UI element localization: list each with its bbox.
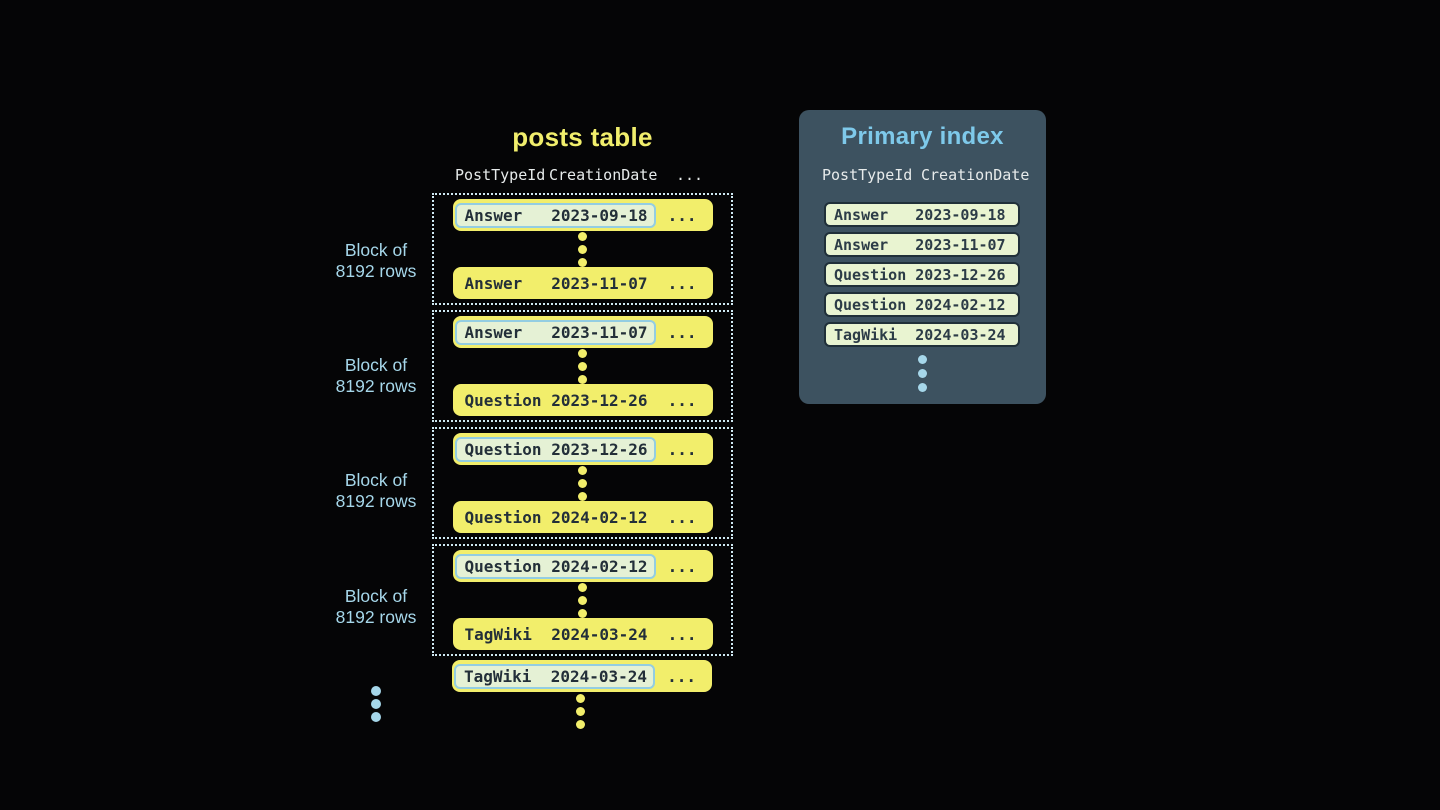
vertical-ellipsis-icon: [578, 465, 587, 501]
creation-date-value: 2023-12-26: [551, 390, 648, 410]
primary-key-cell: Question 2023-12-26: [454, 436, 656, 462]
vertical-ellipsis-icon: [578, 231, 587, 267]
creation-date-value: 2024-03-24: [915, 325, 1006, 344]
primary-key-cell: Question 2023-12-26: [455, 388, 656, 413]
index-column-header-posttypeid: PostTypeId: [822, 166, 913, 184]
row-ellipsis: ...: [667, 322, 697, 342]
index-entry: Question 2023-12-26: [824, 262, 1020, 287]
index-entry: Question 2024-02-12: [824, 292, 1020, 317]
table-row: Answer 2023-11-07 ...: [452, 267, 713, 299]
post-type-value: Question: [464, 439, 542, 459]
posts-column-header-creationdate: CreationDate: [549, 166, 658, 184]
table-row: TagWiki 2024-03-24 ...: [452, 618, 713, 650]
post-type-value: Question: [834, 265, 907, 284]
table-row: Question 2024-02-12 ...: [452, 550, 713, 582]
primary-key-cell: TagWiki 2024-03-24: [454, 663, 656, 689]
post-type-value: Answer: [834, 205, 889, 224]
posts-table-title: posts table: [512, 122, 653, 152]
row-ellipsis: ...: [667, 556, 697, 576]
post-type-value: TagWiki: [464, 624, 532, 644]
row-block-3: Question 2023-12-26 ... Question 2024-02-1…: [432, 427, 733, 539]
block-label-line2: 8192 rows: [335, 607, 417, 627]
creation-date-value: 2023-09-18: [551, 205, 648, 225]
block-label-4: Block of 8192 rows: [296, 586, 456, 628]
post-type-value: Question: [464, 390, 542, 410]
block-label-line1: Block of: [344, 240, 408, 260]
post-type-value: Answer: [464, 273, 523, 293]
block-label-line2: 8192 rows: [335, 491, 417, 511]
posts-column-header-ellipsis: ...: [676, 166, 704, 184]
vertical-ellipsis-icon: [578, 348, 587, 384]
vertical-ellipsis-icon: [578, 582, 587, 618]
row-block-1: Answer 2023-09-18 ... Answer 2023-11-07 ..…: [432, 193, 733, 305]
table-row: Question 2024-02-12 ...: [452, 501, 713, 533]
post-type-value: TagWiki: [464, 666, 532, 686]
index-entry: Answer 2023-09-18: [824, 202, 1020, 227]
creation-date-value: 2024-03-24: [550, 666, 648, 686]
creation-date-value: 2023-09-18: [915, 205, 1006, 224]
index-entry: Answer 2023-11-07: [824, 232, 1020, 257]
creation-date-value: 2024-02-12: [915, 295, 1006, 314]
row-ellipsis: ...: [667, 507, 697, 527]
primary-key-cell: Answer 2023-09-18: [454, 202, 656, 228]
index-entry: TagWiki 2024-03-24: [824, 322, 1020, 347]
primary-key-cell: Question 2024-02-12: [455, 505, 656, 530]
row-ellipsis: ...: [667, 439, 697, 459]
creation-date-value: 2024-02-12: [551, 556, 648, 576]
table-row: Question 2023-12-26 ...: [452, 433, 713, 465]
vertical-ellipsis-icon: [576, 694, 585, 729]
row-block-2: Answer 2023-11-07 ... Question 2023-12-26 …: [432, 310, 733, 422]
primary-key-cell: Question 2024-02-12: [454, 553, 656, 579]
table-row: Question 2023-12-26 ...: [452, 384, 713, 416]
row-ellipsis: ...: [667, 666, 696, 686]
primary-index-panel: Primary index PostTypeId CreationDate An…: [799, 110, 1046, 404]
post-type-value: Answer: [834, 235, 889, 254]
primary-index-title: Primary index: [841, 123, 1004, 150]
block-label-3: Block of 8192 rows: [296, 470, 456, 512]
creation-date-value: 2023-12-26: [915, 265, 1006, 284]
table-row: Answer 2023-09-18 ...: [452, 199, 713, 231]
index-column-header-creationdate: CreationDate: [921, 166, 1030, 184]
post-type-value: Question: [834, 295, 907, 314]
block-label-line1: Block of: [344, 586, 408, 606]
overflow-table-row: TagWiki 2024-03-24 ...: [452, 660, 712, 692]
block-label-2: Block of 8192 rows: [296, 355, 456, 397]
more-entries-ellipsis-icon: [918, 355, 928, 392]
block-label-line2: 8192 rows: [335, 261, 417, 281]
row-ellipsis: ...: [667, 273, 697, 293]
creation-date-value: 2023-11-07: [551, 273, 648, 293]
creation-date-value: 2023-11-07: [915, 235, 1006, 254]
post-type-value: Question: [464, 556, 542, 576]
primary-key-cell: Answer 2023-11-07: [455, 271, 656, 296]
index-entries: Answer 2023-09-18 Answer 2023-11-07 Questi…: [824, 202, 1020, 347]
posts-column-header-posttypeid: PostTypeId: [455, 166, 546, 184]
row-ellipsis: ...: [667, 624, 697, 644]
creation-date-value: 2024-03-24: [551, 624, 648, 644]
post-type-value: Answer: [464, 322, 523, 342]
post-type-value: Question: [464, 507, 542, 527]
row-block-4: Question 2024-02-12 ... TagWiki 2024-03-24…: [432, 544, 733, 656]
creation-date-value: 2023-12-26: [551, 439, 648, 459]
table-row: Answer 2023-11-07 ...: [452, 316, 713, 348]
block-label-1: Block of 8192 rows: [296, 240, 456, 282]
creation-date-value: 2024-02-12: [551, 507, 648, 527]
row-ellipsis: ...: [667, 205, 697, 225]
block-label-line1: Block of: [344, 470, 408, 490]
post-type-value: Answer: [464, 205, 523, 225]
row-ellipsis: ...: [667, 390, 697, 410]
post-type-value: TagWiki: [834, 325, 898, 344]
block-label-line1: Block of: [344, 355, 408, 375]
primary-key-cell: TagWiki 2024-03-24: [455, 622, 656, 647]
more-blocks-ellipsis-icon: [371, 686, 381, 722]
primary-key-cell: Answer 2023-11-07: [454, 319, 656, 345]
block-label-line2: 8192 rows: [335, 376, 417, 396]
creation-date-value: 2023-11-07: [551, 322, 648, 342]
